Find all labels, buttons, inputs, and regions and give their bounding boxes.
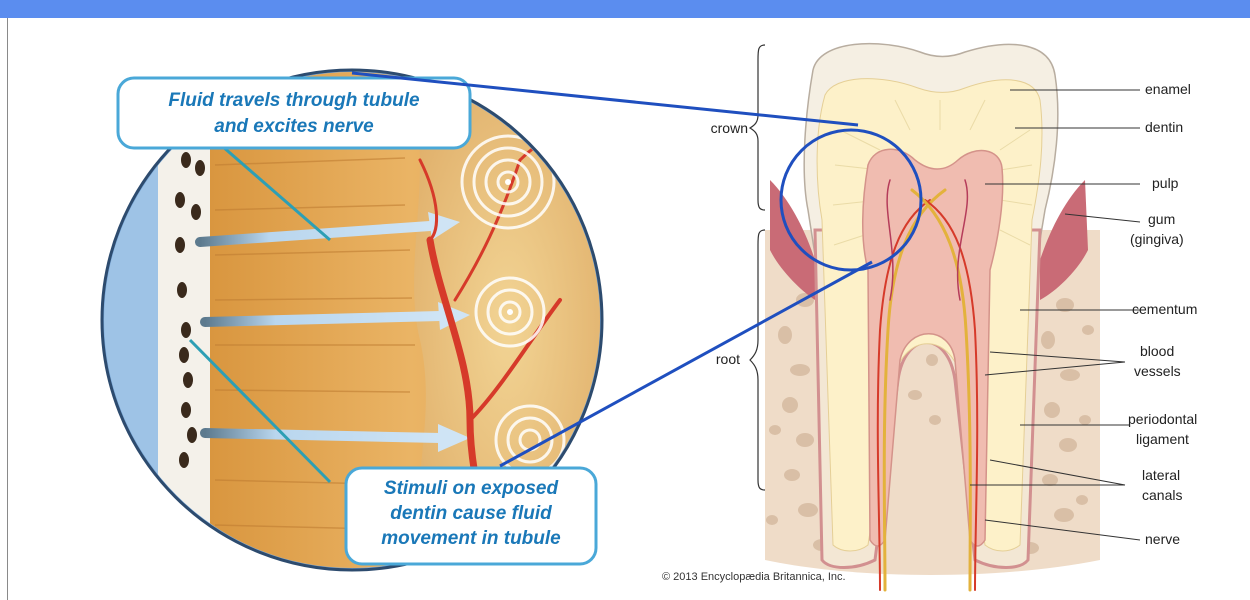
label-gum: gum [1148, 211, 1175, 227]
label-crown: crown [711, 120, 748, 136]
label-vessels: vessels [1134, 363, 1181, 379]
top-callout-line-1: Fluid travels through tubule [168, 90, 420, 111]
brackets [750, 45, 765, 490]
label-canals: canals [1142, 487, 1182, 503]
top-callout: Fluid travels through tubule and excites… [118, 78, 470, 148]
copyright-notice: © 2013 Encyclopædia Britannica, Inc. [662, 571, 846, 583]
label-root: root [716, 351, 740, 367]
label-lateral: lateral [1142, 467, 1180, 483]
label-gingiva: (gingiva) [1130, 231, 1184, 247]
bottom-callout: Stimuli on exposed dentin cause fluid mo… [346, 468, 596, 564]
label-enamel: enamel [1145, 81, 1191, 97]
label-pulp: pulp [1152, 175, 1179, 191]
label-cementum: cementum [1132, 301, 1197, 317]
bottom-callout-line-3: movement in tubule [381, 528, 561, 549]
label-dentin: dentin [1145, 119, 1183, 135]
top-callout-line-2: and excites nerve [214, 116, 374, 137]
bottom-callout-line-1: Stimuli on exposed [384, 478, 559, 499]
label-ligament: ligament [1136, 431, 1189, 447]
label-blood: blood [1140, 343, 1174, 359]
label-nerve: nerve [1145, 531, 1180, 547]
label-periodontal: periodontal [1128, 411, 1197, 427]
bottom-callout-line-2: dentin cause fluid [390, 503, 552, 524]
tooth-cross-section [765, 44, 1100, 590]
